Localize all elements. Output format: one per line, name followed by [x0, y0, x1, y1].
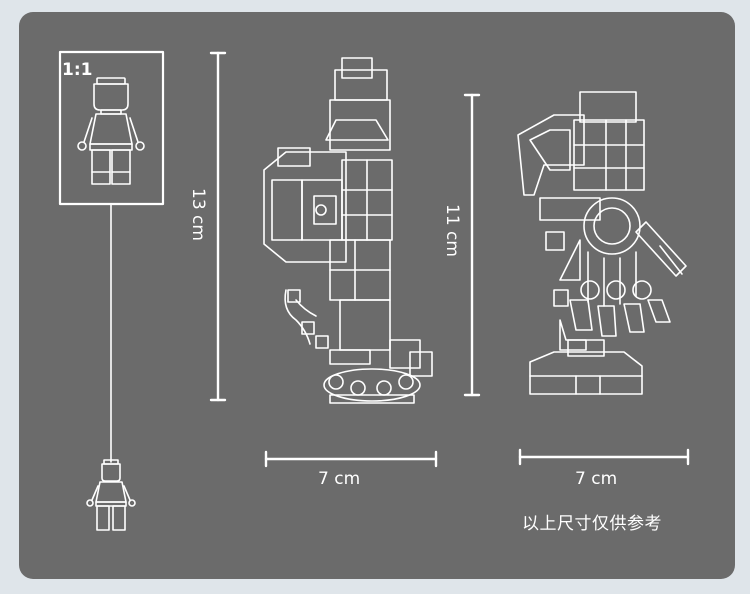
- left-width-label: 7 cm: [318, 469, 361, 489]
- dimension-panel: [19, 12, 735, 579]
- right-height-label: 11 cm: [442, 204, 462, 257]
- dimension-left-width: [264, 450, 438, 468]
- scale-badge: 1:1: [62, 60, 93, 80]
- dimension-right-height: [463, 93, 481, 397]
- dimension-right-width: [518, 448, 690, 466]
- scale-reference-box: [58, 50, 165, 531]
- gauntlet-side-view: [263, 57, 433, 404]
- reference-note: 以上尺寸仅供参考: [522, 514, 662, 534]
- minifigure-small-icon: [86, 459, 136, 531]
- minifigure-large-icon: [77, 77, 145, 185]
- dimension-left-height: [209, 51, 227, 402]
- gauntlet-front-view: [517, 91, 687, 395]
- left-height-label: 13 cm: [188, 188, 208, 241]
- right-width-label: 7 cm: [575, 469, 618, 489]
